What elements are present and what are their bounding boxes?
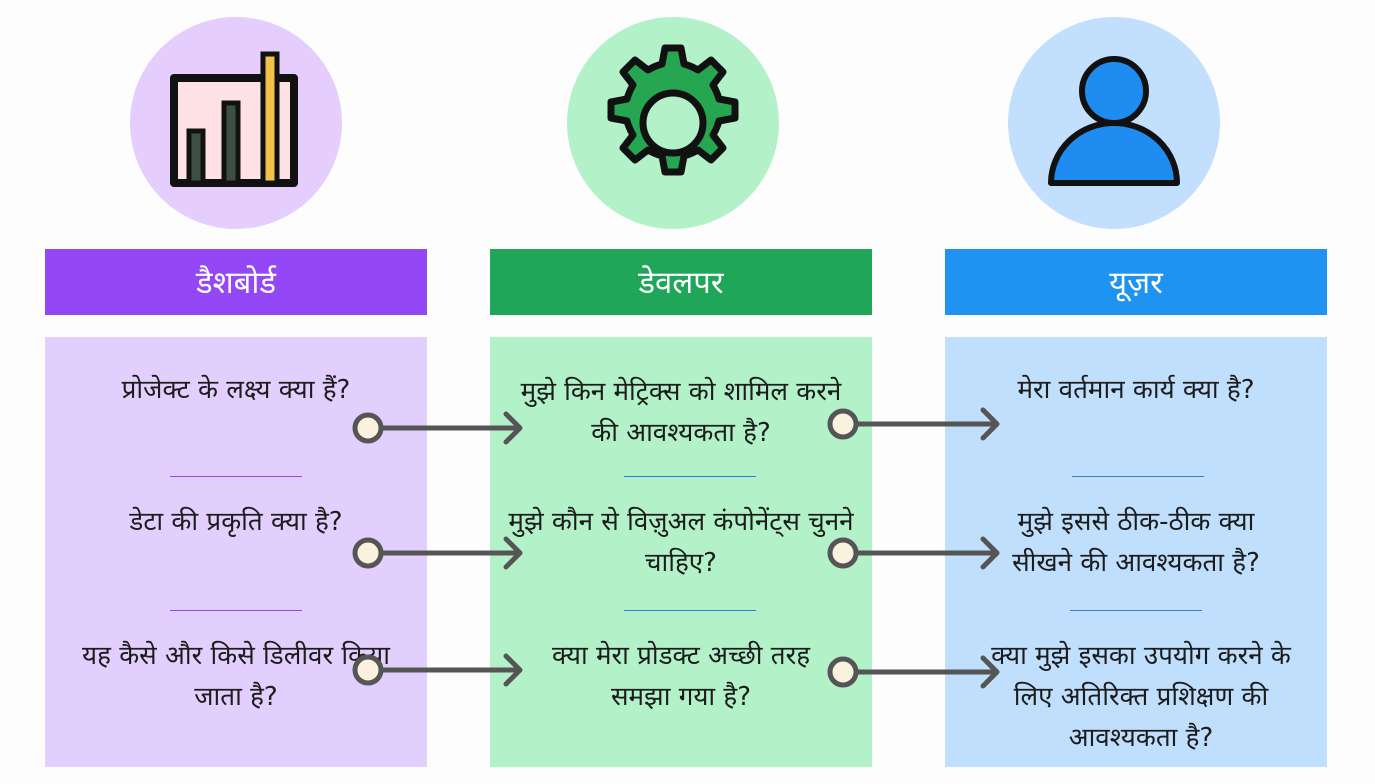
- bar-chart-icon: [170, 51, 298, 187]
- arrowhead-developer-user-2: [980, 536, 1000, 570]
- connector-node-dashboard-2: [352, 537, 384, 569]
- connector-node-developer-1: [827, 408, 859, 440]
- arrowhead-developer-user-3: [980, 655, 1000, 689]
- developer-icon-circle: [567, 17, 779, 229]
- header-dashboard: डैशबोर्ड: [45, 249, 427, 315]
- panel-developer: [490, 337, 872, 767]
- panel-user: [945, 337, 1327, 767]
- arrowhead-dashboard-developer-3: [503, 653, 523, 687]
- question-user-3: क्या मुझे इसका उपयोग करने के लिए अतिरिक्…: [991, 641, 1291, 753]
- question-developer-2: मुझे कौन से विज़ुअल कंपोनेंट्स चुनने चाह…: [508, 507, 854, 578]
- connector-node-developer-2: [827, 537, 859, 569]
- divider-dashboard-2: [170, 610, 302, 611]
- header-user-title: यूज़र: [1109, 265, 1163, 301]
- divider-user-1: [1072, 476, 1204, 477]
- question-developer-3: क्या मेरा प्रोडक्ट अच्छी तरह समझा गया है…: [551, 641, 811, 712]
- question-dashboard-1: प्रोजेक्ट के लक्ष्य क्या हैं?: [121, 375, 351, 405]
- user-icon-circle: [1008, 17, 1220, 229]
- divider-dashboard-1: [170, 476, 302, 477]
- header-developer-title: डेवलपर: [638, 265, 724, 301]
- header-dashboard-title: डैशबोर्ड: [196, 265, 276, 301]
- arrowhead-dashboard-developer-1: [503, 411, 523, 445]
- divider-developer-1: [624, 476, 756, 477]
- question-developer-1: मुझे किन मेट्रिक्स को शामिल करने की आवश्…: [520, 377, 842, 448]
- connector-node-dashboard-1: [352, 412, 384, 444]
- question-user-2: मुझे इससे ठीक-ठीक क्या सीखने की आवश्यकता…: [1012, 507, 1260, 578]
- question-user-1: मेरा वर्तमान कार्य क्या है?: [1017, 375, 1255, 405]
- header-user: यूज़र: [945, 249, 1327, 315]
- question-dashboard-3: यह कैसे और किसे डिलीवर किया जाता है?: [82, 641, 390, 712]
- connector-node-dashboard-3: [352, 654, 384, 686]
- gear-icon: [607, 44, 739, 176]
- divider-developer-2: [624, 610, 756, 611]
- dashboard-icon-circle: [130, 17, 342, 229]
- arrowhead-dashboard-developer-2: [503, 536, 523, 570]
- user-icon: [1048, 56, 1180, 186]
- question-dashboard-2: डेटा की प्रकृति क्या है?: [129, 507, 343, 537]
- header-developer: डेवलपर: [490, 249, 872, 315]
- connector-node-developer-3: [827, 656, 859, 688]
- divider-user-2: [1070, 610, 1202, 611]
- arrowhead-developer-user-1: [980, 407, 1000, 441]
